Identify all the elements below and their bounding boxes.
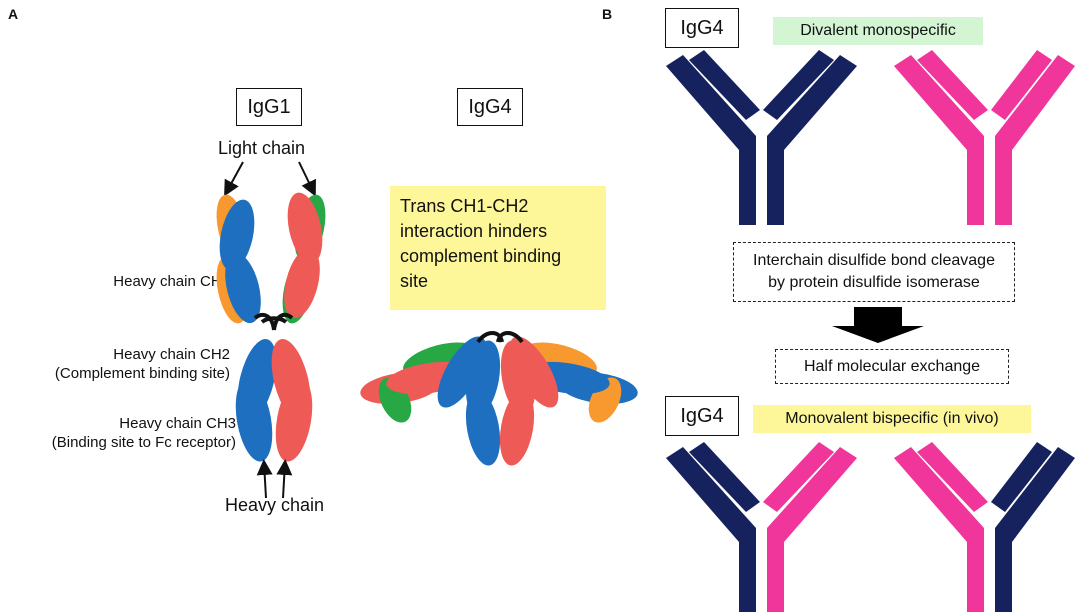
- heavy-chain-right-arm-pink: [995, 55, 1075, 225]
- heavy-chain-ch2-line2: (Complement binding site): [54, 365, 230, 382]
- igg4-a-ch3-red: [499, 390, 535, 466]
- antibody-bottom-right-bispecific: [894, 442, 1075, 612]
- igg4-a-hinge: [476, 331, 524, 344]
- heavy-chain-left-arm-pink: [894, 55, 984, 225]
- igg1-heavy-ch3-right: [275, 378, 313, 462]
- bispecific-right-light-navy: [991, 442, 1052, 512]
- bispecific-right-heavy-pink: [894, 447, 984, 612]
- heavy-chain-ch2-label: Heavy chain CH2 (Complement binding site…: [10, 345, 230, 383]
- igg4-title-box-a: IgG4: [457, 88, 523, 126]
- disulfide-cleavage-line2: by protein disulfide isomerase: [768, 274, 980, 291]
- divalent-monospecific-tag: Divalent monospecific: [773, 17, 983, 45]
- heavy-chain-arrow-left: [256, 459, 273, 499]
- heavy-chain-ch2-line1: Heavy chain CH2: [113, 346, 230, 363]
- antibody-top-navy: [666, 50, 857, 225]
- light-chain-arrow-left: [224, 161, 244, 197]
- trans-interaction-note: Trans CH1-CH2 interaction hinders comple…: [390, 186, 606, 310]
- bispecific-right-heavy-navy: [995, 447, 1075, 612]
- panel-b-letter: B: [602, 6, 613, 22]
- light-chain-label: Light chain: [218, 138, 306, 158]
- igg1-heavy-vh-left: [219, 199, 255, 271]
- bispecific-left-light-navy: [689, 442, 760, 512]
- heavy-chain-ch3-line1: Heavy chain CH3: [119, 415, 236, 432]
- bispecific-left-heavy-navy: [666, 447, 756, 612]
- igg1-heavy-ch1-right: [284, 247, 320, 319]
- panel-a-letter: A: [8, 6, 19, 22]
- exchange-arrow-icon: [832, 307, 924, 343]
- note-line-2: interaction hinders: [400, 221, 548, 241]
- light-chain-right-pink: [991, 50, 1052, 120]
- bispecific-right-light-pink: [917, 442, 988, 512]
- antibody-top-pink: [894, 50, 1075, 225]
- heavy-chain-right-arm-navy: [767, 55, 857, 225]
- light-chain-left-pink: [917, 50, 988, 120]
- igg1-heavy-ch1-left: [225, 252, 261, 324]
- note-line-1: Trans CH1-CH2: [400, 196, 529, 216]
- half-molecular-exchange-step: Half molecular exchange: [775, 349, 1009, 384]
- note-line-3: complement binding: [400, 246, 562, 266]
- igg1-antibody: [216, 192, 326, 462]
- igg1-heavy-ch3-left: [235, 378, 273, 462]
- igg1-title-box: IgG1: [236, 88, 302, 126]
- light-chain-arrow-right: [298, 161, 316, 197]
- bispecific-left-light-pink: [763, 442, 834, 512]
- igg1-heavy-vh-right: [287, 192, 323, 264]
- igg1-hinge: [253, 312, 294, 331]
- note-line-4: site: [400, 271, 429, 291]
- heavy-chain-left-arm-navy: [666, 55, 756, 225]
- heavy-chain-ch1-label: Heavy chain CH1: [113, 273, 230, 290]
- heavy-chain-ch3-line2: (Binding site to Fc receptor): [51, 434, 236, 451]
- bispecific-left-heavy-pink: [767, 447, 857, 612]
- igg4-folded-antibody: [360, 331, 638, 466]
- light-chain-right-navy: [763, 50, 834, 120]
- disulfide-cleavage-line1: Interchain disulfide bond cleavage: [753, 252, 995, 269]
- igg4-title-box-top: IgG4: [665, 8, 739, 48]
- heavy-chain-ch3-label: Heavy chain CH3 (Binding site to Fc rece…: [0, 414, 236, 452]
- heavy-chain-arrow-right: [276, 459, 293, 499]
- disulfide-cleavage-step: Interchain disulfide bond cleavage by pr…: [733, 242, 1015, 302]
- igg4-title-box-bottom: IgG4: [665, 396, 739, 436]
- light-chain-left-navy: [689, 50, 760, 120]
- heavy-chain-label: Heavy chain: [225, 495, 325, 515]
- igg4-a-ch3-blue: [465, 390, 501, 466]
- antibody-bottom-left-bispecific: [666, 442, 857, 612]
- monovalent-bispecific-tag: Monovalent bispecific (in vivo): [753, 405, 1031, 433]
